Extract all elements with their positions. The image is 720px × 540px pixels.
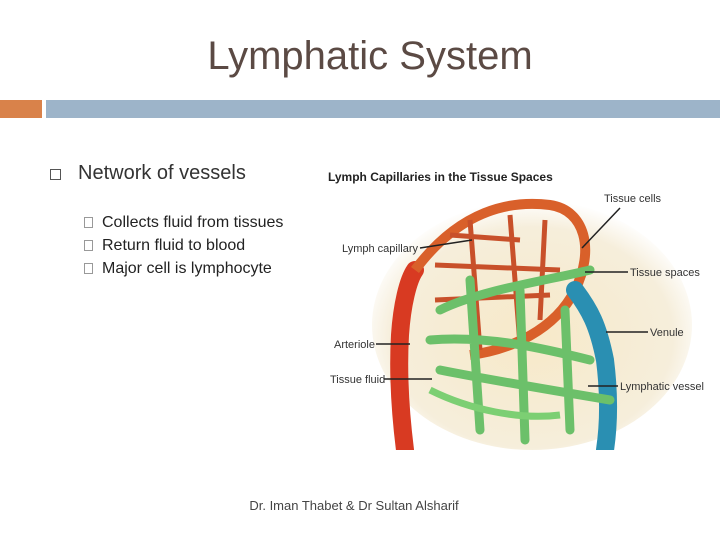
sub-bullet-text: Collects fluid from tissues	[102, 214, 284, 231]
capillary-mesh	[434, 214, 561, 351]
label-tissue-spaces: Tissue spaces	[585, 267, 700, 279]
sub-bullet-icon	[84, 263, 93, 274]
accent-bar-orange	[0, 100, 42, 118]
svg-text:Lymph capillary: Lymph capillary	[342, 243, 419, 255]
tissue-background	[372, 200, 692, 450]
svg-text:Arteriole: Arteriole	[334, 339, 375, 351]
arteriole-vessel	[390, 261, 424, 459]
figure-title: Lymph Capillaries in the Tissue Spaces	[328, 170, 553, 184]
slide-footer: Dr. Iman Thabet & Dr Sultan Alsharif	[249, 498, 459, 513]
label-lymph-capillary: Lymph capillary	[342, 239, 473, 255]
label-lymphatic-vessel: Lymphatic vessel	[588, 381, 704, 393]
svg-text:Venule: Venule	[650, 327, 684, 339]
svg-text:Tissue spaces: Tissue spaces	[630, 267, 700, 279]
svg-text:Tissue fluid: Tissue fluid	[330, 374, 385, 386]
sub-bullet-2: Return fluid to blood	[84, 237, 245, 255]
lymph-capillary-lower	[428, 386, 561, 420]
accent-bar-blue	[46, 100, 720, 118]
sub-bullet-text: Major cell is lymphocyte	[102, 260, 272, 277]
svg-text:Tissue cells: Tissue cells	[604, 193, 662, 205]
sub-bullet-3: Major cell is lymphocyte	[84, 260, 272, 278]
square-bullet-icon	[50, 169, 61, 180]
label-tissue-fluid: Tissue fluid	[330, 374, 432, 386]
slide-title: Lymphatic System	[207, 34, 533, 78]
sub-bullet-text: Return fluid to blood	[102, 237, 246, 254]
sub-bullet-icon	[84, 240, 93, 251]
venule-vessel	[566, 281, 618, 459]
capillary-bed-arterial	[411, 198, 591, 360]
lymph-capillary-network	[425, 265, 615, 445]
label-arteriole: Arteriole	[334, 339, 410, 351]
svg-text:Lymphatic vessel: Lymphatic vessel	[620, 381, 704, 393]
sub-bullet-icon	[84, 217, 93, 228]
bullet-text: Network of vessels	[78, 162, 246, 184]
label-tissue-cells: Tissue cells	[581, 193, 662, 249]
label-venule: Venule	[606, 327, 684, 339]
lymph-diagram-illustration: Lymph Capillaries in the Tissue Spaces T…	[328, 170, 704, 459]
lymph-capillaries-figure: Lymph Capillaries in the Tissue Spaces T…	[320, 160, 715, 459]
sub-bullet-1: Collects fluid from tissues	[84, 214, 283, 232]
